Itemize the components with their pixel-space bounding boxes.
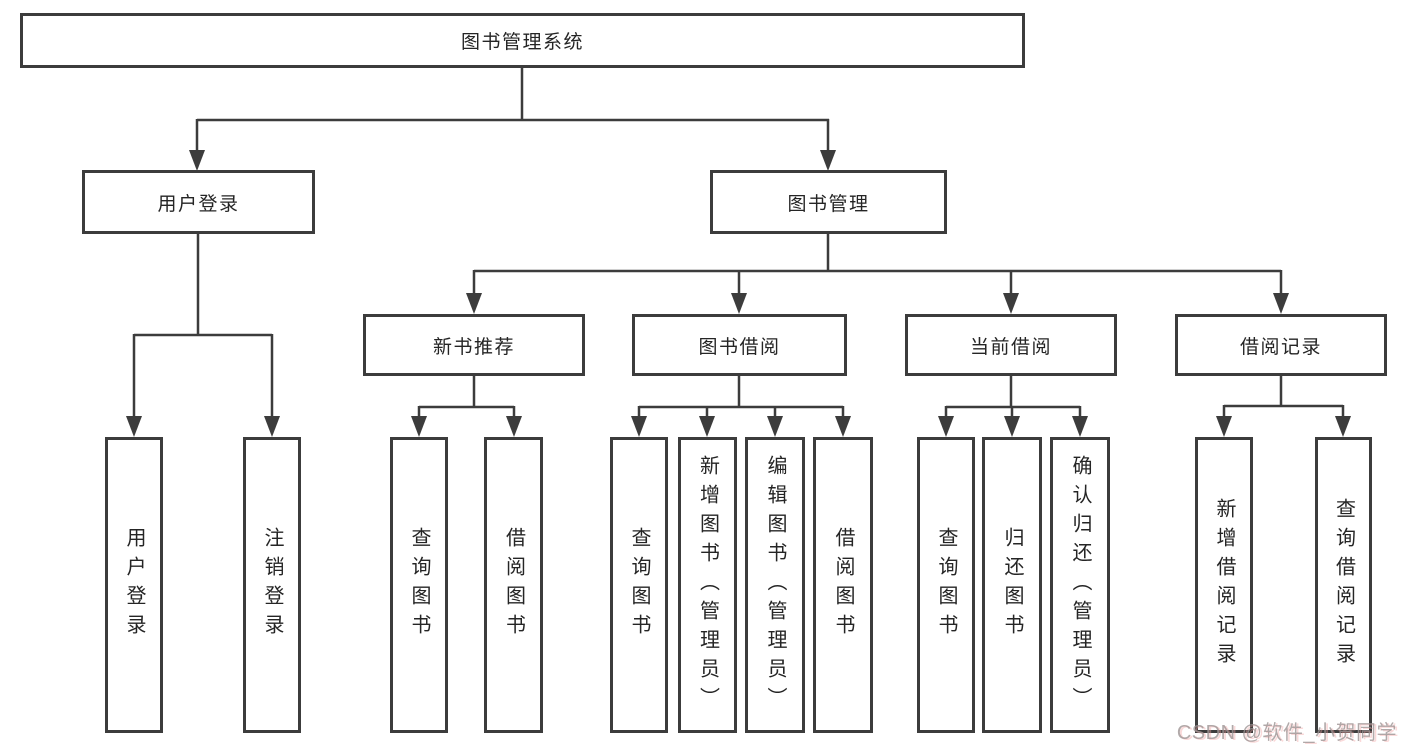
leaf-confirm-return-admin-label: 确认归还（管理员）	[1069, 454, 1091, 716]
leaf-query-borrow-record-label: 查询借阅记录	[1332, 498, 1355, 672]
node-book-management: 图书管理	[710, 170, 947, 234]
arrowhead	[126, 416, 142, 437]
leaf-edit-book-admin: 编辑图书（管理员）	[745, 437, 805, 733]
node-book-borrow-label: 图书借阅	[698, 336, 781, 358]
node-root: 图书管理系统	[20, 13, 1025, 68]
arrowhead	[1003, 293, 1019, 314]
node-book-management-label: 图书管理	[787, 193, 870, 215]
leaf-return-book-label: 归还图书	[1001, 527, 1023, 643]
node-borrow-record-label: 借阅记录	[1239, 336, 1322, 358]
arrowhead	[835, 416, 851, 437]
leaf-query-book-2: 查询图书	[610, 437, 668, 733]
leaf-add-borrow-record: 新增借阅记录	[1195, 437, 1253, 733]
leaf-query-borrow-record: 查询借阅记录	[1315, 437, 1372, 733]
leaf-query-book-3: 查询图书	[917, 437, 975, 733]
node-current-borrow: 当前借阅	[905, 314, 1117, 376]
connector-book-mgmt-to-level3	[466, 234, 1289, 314]
leaf-query-book-2-label: 查询图书	[628, 527, 650, 643]
leaf-user-login-label: 用户登录	[123, 527, 145, 643]
leaf-edit-book-admin-label: 编辑图书（管理员）	[764, 454, 786, 716]
connector-user-login-to-leaves	[126, 234, 280, 437]
node-root-label: 图书管理系统	[460, 32, 584, 53]
leaf-query-book-3-label: 查询图书	[935, 527, 957, 643]
arrowhead	[767, 416, 783, 437]
arrowhead	[1335, 416, 1351, 437]
connector-root-to-level2	[189, 68, 836, 171]
leaf-borrow-book-1: 借阅图书	[484, 437, 543, 733]
leaf-borrow-book-1-label: 借阅图书	[502, 527, 525, 643]
leaf-logout-label: 注销登录	[261, 527, 283, 643]
leaf-logout: 注销登录	[243, 437, 301, 733]
node-book-borrow: 图书借阅	[632, 314, 847, 376]
arrowhead	[466, 293, 482, 314]
csdn-watermark: CSDN @软件_小贺同学	[1176, 722, 1397, 744]
arrowhead	[506, 416, 522, 437]
connector-new-book-to-leaves	[411, 376, 522, 437]
arrowhead	[938, 416, 954, 437]
arrowhead	[631, 416, 647, 437]
connector-book-borrow-to-leaves	[631, 376, 851, 437]
arrowhead	[731, 293, 747, 314]
arrowhead	[189, 150, 205, 171]
arrowhead	[411, 416, 427, 437]
arrowhead	[1216, 416, 1232, 437]
connector-current-borrow-to-leaves	[938, 376, 1088, 437]
leaf-confirm-return-admin: 确认归还（管理员）	[1050, 437, 1110, 733]
leaf-query-book-1: 查询图书	[390, 437, 448, 733]
leaf-query-book-1-label: 查询图书	[408, 527, 430, 643]
leaf-add-book-admin-label: 新增图书（管理员）	[696, 454, 719, 716]
leaf-add-book-admin: 新增图书（管理员）	[678, 437, 737, 733]
node-current-borrow-label: 当前借阅	[969, 336, 1052, 358]
node-new-book-recommend: 新书推荐	[363, 314, 585, 376]
leaf-return-book: 归还图书	[982, 437, 1042, 733]
arrowhead	[1004, 416, 1020, 437]
arrowhead	[264, 416, 280, 437]
leaf-borrow-book-2-label: 借阅图书	[832, 527, 854, 643]
leaf-user-login: 用户登录	[105, 437, 163, 733]
node-borrow-record: 借阅记录	[1175, 314, 1387, 376]
node-user-login-label: 用户登录	[157, 193, 240, 215]
arrowhead	[1273, 293, 1289, 314]
leaf-add-borrow-record-label: 新增借阅记录	[1213, 498, 1235, 672]
arrowhead	[820, 150, 836, 171]
node-user-login: 用户登录	[82, 170, 315, 234]
arrowhead	[699, 416, 715, 437]
connector-borrow-record-to-leaves	[1216, 376, 1351, 437]
arrowhead	[1072, 416, 1088, 437]
node-new-book-recommend-label: 新书推荐	[432, 336, 515, 358]
leaf-borrow-book-2: 借阅图书	[813, 437, 873, 733]
